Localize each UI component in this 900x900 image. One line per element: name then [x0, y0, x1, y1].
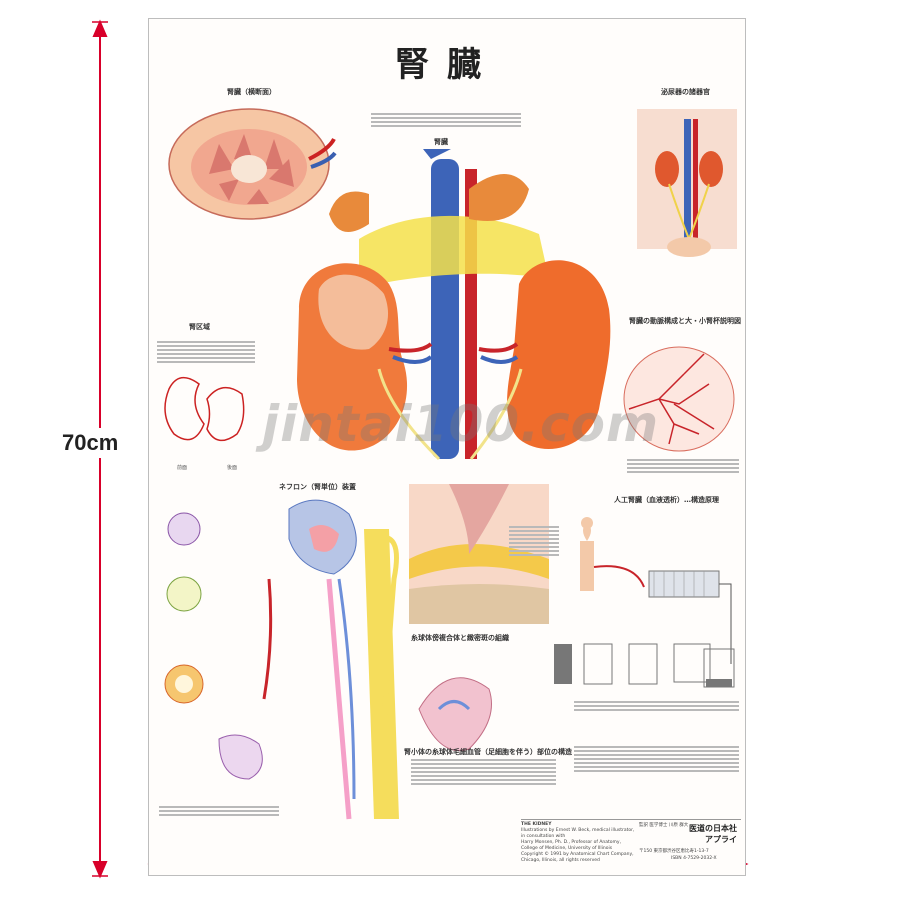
credit-person: Harry Monsen, Ph. D., Professor of Anato… [521, 840, 622, 845]
poster-title: 腎臓 [395, 45, 499, 85]
kidney-front-view-image [297, 149, 611, 461]
segments-text [157, 339, 255, 365]
nephron-image [164, 499, 399, 820]
urinary-organs-image [637, 109, 737, 257]
credit-illustrator: Illustrations by Ernest W. Beck, medical… [521, 828, 635, 833]
glomerulus-text [509, 524, 559, 558]
panel-title-arteries: 腎臓の動脈構成と大・小腎杯説明図 [629, 317, 741, 325]
credit-address: 〒150 東京都渋谷区恵比寿1-13-7 [639, 849, 709, 854]
credit-title: THE KIDNEY [521, 822, 552, 827]
intro-text [371, 111, 521, 129]
credit-college: College of Medicine, University of Illin… [521, 846, 613, 851]
panel-title-urinary-organs: 泌尿器の諸器官 [661, 88, 710, 96]
panel-title-glomerulus: 糸球体傍複合体と緻密斑の組織 [411, 634, 509, 642]
panel-title-podocyte: 腎小体の糸球体毛細血管（足細胞を伴う）部位の構造 [404, 748, 572, 756]
region-label-back: 後面 [227, 465, 238, 471]
podocyte-text [411, 757, 556, 787]
dialysis-image [554, 517, 735, 688]
panel-title-nephron: ネフロン（腎単位）装置 [279, 483, 356, 491]
dialysis-text-2 [574, 744, 739, 774]
nephron-text [159, 804, 279, 818]
kidney-poster: 腎臓 [148, 18, 746, 876]
panel-title-cross-section: 腎臓（横断面） [227, 88, 276, 96]
credit-copyright: Copyright © 1991 by Anatomical Chart Com… [521, 852, 634, 857]
kidney-segments-image [164, 376, 245, 442]
credit-consult: in consultation with [521, 834, 566, 839]
credit-supervisor: 監訳 医学博士 川原 群大 [639, 823, 689, 828]
watermark: jintai100.com [262, 395, 660, 453]
anatomy-illustrations [164, 108, 737, 820]
panel-title-kidney-region: 腎区域 [189, 323, 210, 331]
kidney-cross-section-image [168, 108, 337, 220]
panel-title-front-view: 腎臓 [434, 138, 448, 146]
kidney-arteries-image [623, 346, 735, 452]
panel-title-dialysis: 人工腎臓（血液透析）…構造原理 [614, 496, 719, 504]
brand-name: アプライ [705, 835, 737, 844]
credit-isbn: ISBN 4-7529-2032-X [671, 856, 717, 861]
credit-city: Chicago, Illinois, all rights reserved [521, 858, 600, 863]
credit-box: THE KIDNEY Illustrations by Ernest W. Be… [521, 819, 741, 866]
region-label-front: 前面 [177, 465, 188, 471]
arteries-text [627, 457, 739, 475]
publisher-name: 医道の日本社 [689, 824, 737, 833]
dialysis-text [574, 699, 739, 713]
height-label: 70cm [62, 428, 119, 458]
